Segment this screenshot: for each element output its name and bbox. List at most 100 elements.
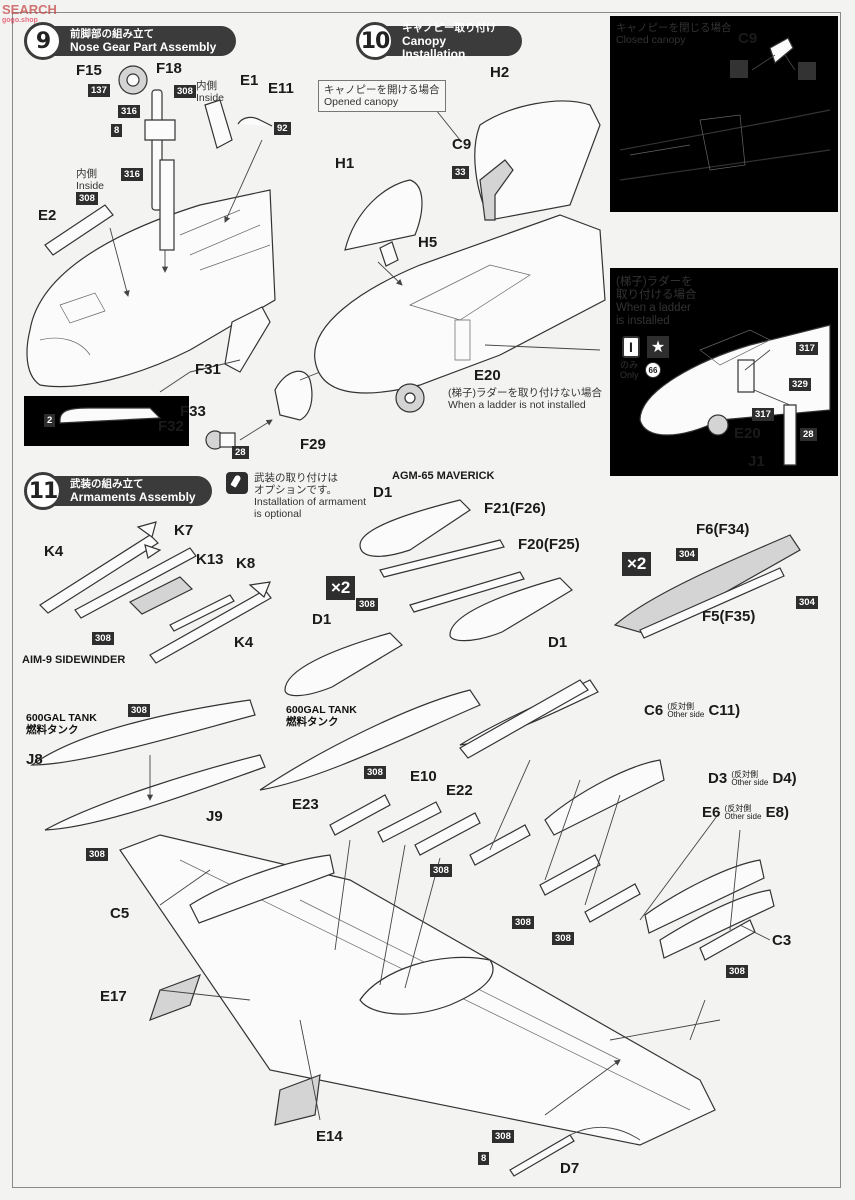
paint-308-j9: 308 (86, 848, 108, 861)
label-f20: F20(F25) (518, 536, 580, 553)
label-f31: F31 (195, 361, 221, 378)
maverick-group (284, 499, 573, 697)
label-d7: D7 (560, 1160, 580, 1177)
step9-header: 9 前脚部の組み立て Nose Gear Part Assembly (24, 22, 236, 60)
step11-title-jp: 武装の組み立て (70, 478, 144, 490)
label-d1b: D1 (312, 611, 332, 628)
label-j1: J1 (748, 453, 765, 470)
qty-x2-maverick: ×2 (326, 576, 356, 600)
step9-title-en: Nose Gear Part Assembly (70, 40, 217, 54)
paint-317b: 317 (752, 408, 774, 421)
label-f5: F5(F35) (702, 608, 756, 625)
option-note: 武装の取り付けはオプションです。Installation of armament… (254, 472, 367, 520)
option-icon (226, 472, 248, 494)
label-f6: F6(F34) (696, 521, 750, 538)
paint-308-e10: 308 (430, 864, 452, 877)
ladder-j1 (783, 404, 797, 466)
tank-j9 (44, 754, 266, 831)
canopy-fuselage-drawing (314, 214, 606, 413)
nose-gear-strut (118, 65, 176, 273)
paint-308-k: 308 (92, 632, 114, 645)
label-f32: F32 (158, 418, 184, 435)
label-f18: F18 (156, 60, 182, 77)
part-h5 (379, 241, 399, 267)
label-c9: C9 (452, 136, 472, 153)
step10-header: 10 キャノピー取り付け Canopy Installation (356, 22, 522, 60)
paint-304a: 304 (676, 548, 698, 561)
qty-x2-pod: ×2 (622, 552, 652, 576)
step10-title-jp: キャノピー取り付け (402, 21, 497, 34)
page-frame (12, 12, 841, 1188)
label-e1: E1 (240, 72, 259, 89)
label-k4b: K4 (234, 634, 254, 651)
part-e2 (44, 204, 114, 256)
label-f29: F29 (300, 436, 326, 453)
label-d1c: D1 (548, 634, 568, 651)
label-j9: J9 (206, 808, 223, 825)
paint-308-e23: 308 (364, 766, 386, 779)
paint-308-c3: 308 (726, 965, 748, 978)
gear-door-e1 (204, 99, 233, 149)
label-h5: H5 (418, 234, 438, 251)
paint-92: 92 (274, 122, 291, 135)
label-e22: E22 (446, 782, 473, 799)
decal-66: 66 (645, 362, 661, 378)
label-e17: E17 (100, 988, 127, 1005)
paint-304b: 304 (796, 596, 818, 609)
canopy-h1 (344, 179, 423, 251)
paint-8-d7: 8 (478, 1152, 490, 1165)
paint-308-j8: 308 (128, 704, 150, 717)
paint-308-d7: 308 (492, 1130, 514, 1143)
paint-2: 2 (44, 414, 56, 427)
label-sidewinder: AIM-9 SIDEWINDER (22, 654, 126, 666)
label-maverick: AGM-65 MAVERICK (392, 470, 495, 482)
tank-right (259, 689, 481, 791)
paint-308a: 308 (174, 85, 196, 98)
part-e11 (237, 116, 273, 127)
label-c5: C5 (110, 905, 130, 922)
step11-header: 11 武装の組み立て Armaments Assembly (24, 472, 212, 510)
label-k13: K13 (196, 551, 224, 568)
label-e14: E14 (316, 1128, 343, 1145)
ladder-marking-icon: I (622, 336, 640, 358)
paint-8: 8 (111, 124, 123, 137)
paint-308-c6: 308 (512, 916, 534, 929)
paint-316b: 316 (121, 168, 143, 181)
label-k8: K8 (236, 555, 256, 572)
step11-number: 11 (24, 472, 62, 510)
label-d1a: D1 (373, 484, 393, 501)
label-e20-ladder: E20 (734, 425, 761, 442)
step10-number: 10 (356, 22, 394, 60)
label-e20: E20 (474, 367, 501, 384)
part-f29 (274, 370, 313, 421)
label-c9-closed: C9 (738, 30, 758, 47)
step10-title-en: Canopy Installation (402, 33, 466, 61)
paint-329: 329 (789, 378, 811, 391)
tank-j8 (30, 699, 256, 766)
label-e2: E2 (38, 207, 57, 224)
star-marking-icon: ★ (647, 336, 669, 358)
nose-section-drawing (26, 189, 276, 388)
label-h1: H1 (335, 155, 355, 172)
paint-33: 33 (452, 166, 469, 179)
paint-137: 137 (88, 84, 110, 97)
part-c9 (479, 159, 514, 221)
step9-number: 9 (24, 22, 62, 60)
part-f31 (224, 306, 271, 373)
step9-title-jp: 前脚部の組み立て (70, 28, 154, 40)
wing-drawing (119, 834, 716, 1146)
paint-28a: 28 (232, 446, 249, 459)
paint-28b: 28 (800, 428, 817, 441)
